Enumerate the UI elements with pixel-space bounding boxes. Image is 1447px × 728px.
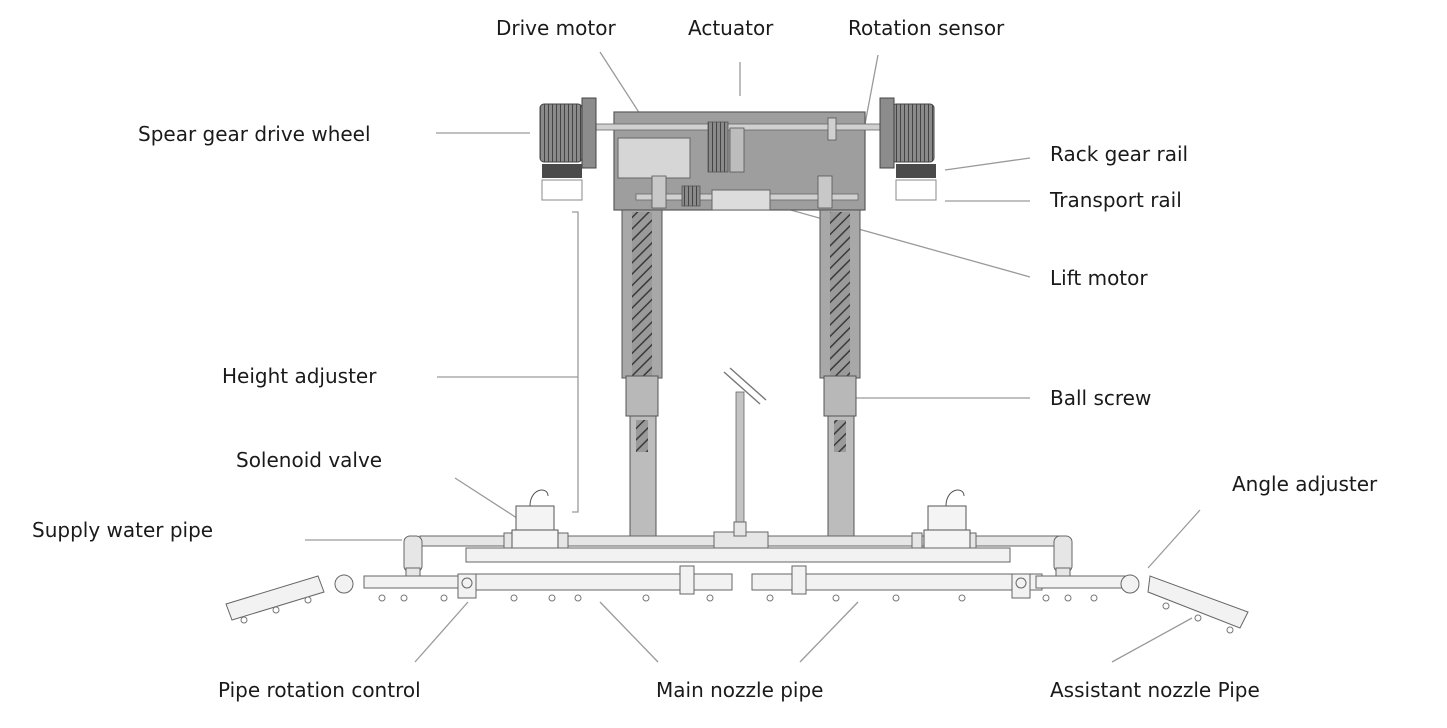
label-rack-gear-rail: Rack gear rail: [1050, 142, 1189, 166]
label-height-adjuster: Height adjuster: [222, 364, 377, 388]
label-actuator: Actuator: [688, 16, 774, 40]
water-pipe: [403, 521, 1073, 579]
carriage: [595, 111, 893, 211]
label-spear-gear-drive-wheel: Spear gear drive wheel: [138, 122, 371, 146]
left-drive-wheel: [539, 97, 597, 201]
right-column: [819, 209, 861, 547]
solenoid-valves: [511, 489, 971, 551]
left-column: [621, 209, 663, 547]
label-lift-motor: Lift motor: [1050, 266, 1148, 290]
label-angle-adjuster: Angle adjuster: [1232, 472, 1378, 496]
nozzles: [240, 594, 1234, 634]
right-drive-wheel: [879, 97, 937, 201]
label-assistant-nozzle-pipe: Assistant nozzle Pipe: [1050, 678, 1260, 702]
nozzle-assembly: [225, 547, 1249, 629]
label-transport-rail: Transport rail: [1050, 188, 1182, 212]
center-mast: [723, 367, 767, 529]
label-solenoid-valve: Solenoid valve: [236, 448, 383, 472]
label-supply-water-pipe: Supply water pipe: [32, 518, 214, 542]
label-main-nozzle-pipe: Main nozzle pipe: [656, 678, 824, 702]
label-pipe-rotation-control: Pipe rotation control: [218, 678, 421, 702]
label-ball-screw: Ball screw: [1050, 386, 1152, 410]
leader-lines: [305, 51, 1201, 663]
label-drive-motor: Drive motor: [496, 16, 616, 40]
label-rotation-sensor: Rotation sensor: [848, 16, 1005, 40]
